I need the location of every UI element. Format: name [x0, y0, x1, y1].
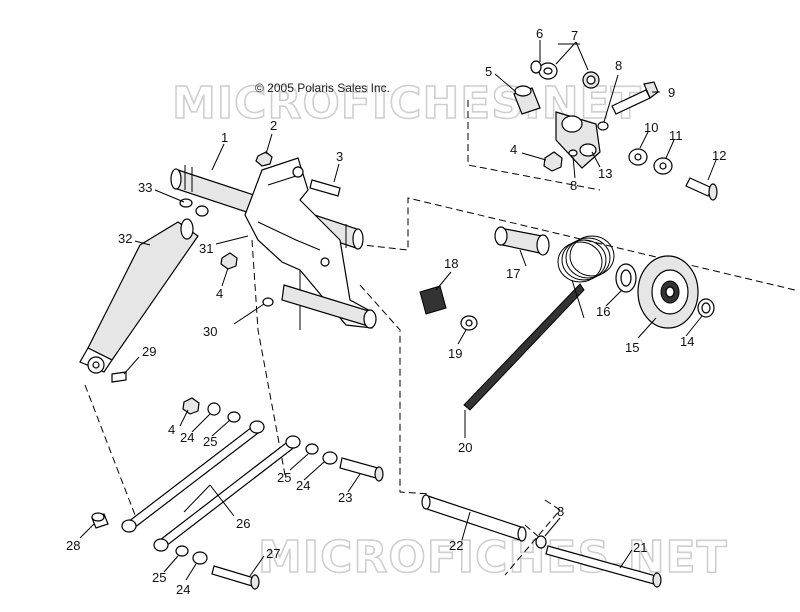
spring-bracket-13: [555, 111, 601, 169]
label-23: 23: [338, 490, 352, 505]
label-24-upper: 24: [180, 430, 194, 445]
label-19: 19: [448, 346, 462, 361]
label-21: 21: [633, 540, 647, 555]
clip-18: [419, 285, 447, 315]
pin-29: [111, 371, 127, 383]
label-14: 14: [680, 334, 694, 349]
bolt-9: [611, 81, 659, 115]
label-4-right: 4: [510, 142, 517, 157]
part-labels: 1 2 3 33 32 31 4 30 29 5 6 7 8 9 10 11 1…: [66, 26, 726, 597]
label-13: 13: [598, 166, 612, 181]
roller-tube-17: [494, 226, 550, 256]
rod-21: [545, 545, 662, 588]
label-18: 18: [444, 256, 458, 271]
label-32: 32: [118, 231, 132, 246]
dashed-guides: [84, 100, 796, 576]
label-30: 30: [203, 324, 217, 339]
label-8-lower: 8: [557, 504, 564, 519]
washer-8-lower: [535, 535, 547, 549]
bolt-3: [309, 179, 341, 197]
label-4-lower: 4: [168, 422, 175, 437]
washer-8-upper: [597, 121, 609, 131]
hardware-lower-upper: [182, 397, 241, 423]
label-10: 10: [644, 120, 658, 135]
label-8-upper: 8: [615, 58, 622, 73]
shock-absorber: [79, 218, 199, 374]
washer-11: [653, 157, 673, 175]
label-15: 15: [625, 340, 639, 355]
label-6: 6: [536, 26, 543, 41]
label-5: 5: [485, 64, 492, 79]
hardware-lower-right: [305, 443, 384, 482]
washer-16: [615, 263, 637, 293]
label-33: 33: [138, 180, 152, 195]
bolt-12: [685, 177, 718, 201]
label-27: 27: [266, 546, 280, 561]
leader-lines: [79, 40, 717, 581]
label-2: 2: [270, 118, 277, 133]
label-11: 11: [669, 128, 683, 143]
label-31: 31: [199, 241, 213, 256]
label-7: 7: [571, 28, 578, 43]
idler-wheel-15: [637, 255, 699, 329]
copyright-notice: © 2005 Polaris Sales Inc.: [255, 81, 390, 95]
nut-4-upper: [220, 252, 238, 270]
bushing-14: [697, 298, 715, 318]
label-20: 20: [458, 440, 472, 455]
front-arm-bracket: [244, 157, 377, 330]
bushing-28: [91, 512, 109, 529]
label-25-lower: 25: [152, 570, 166, 585]
label-16: 16: [596, 304, 610, 319]
label-28: 28: [66, 538, 80, 553]
label-24-lower: 24: [176, 582, 190, 597]
label-25-middle: 25: [277, 470, 291, 485]
label-8-middle: 8: [570, 178, 577, 193]
torsion-spring-20: [463, 235, 615, 411]
label-17: 17: [506, 266, 520, 281]
washer-10: [628, 148, 648, 166]
washer-30: [262, 297, 274, 307]
nut-4-right: [543, 151, 563, 172]
label-3: 3: [336, 149, 343, 164]
label-22: 22: [449, 538, 463, 553]
control-rods-26: [121, 420, 301, 552]
label-4-upper: 4: [216, 286, 223, 301]
label-9: 9: [668, 85, 675, 100]
label-1: 1: [221, 130, 228, 145]
label-24-middle: 24: [296, 478, 310, 493]
washers-6-7: [530, 60, 600, 89]
washer-19: [460, 315, 478, 331]
label-25-upper: 25: [203, 434, 217, 449]
nut-2: [255, 151, 273, 167]
label-29: 29: [142, 344, 156, 359]
washer-8-middle: [568, 149, 578, 157]
bushing-33: [179, 198, 209, 217]
hardware-bottom: [175, 545, 260, 590]
bushing-5: [513, 85, 541, 115]
label-12: 12: [712, 148, 726, 163]
axle-tube-22: [421, 494, 527, 542]
label-26: 26: [236, 516, 250, 531]
